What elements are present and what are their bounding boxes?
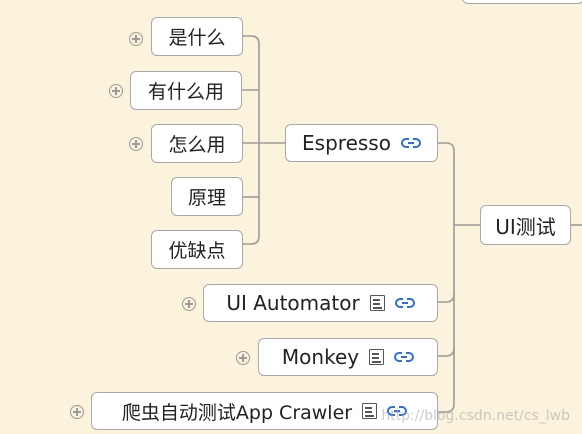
ui-test-bracket-line <box>438 142 455 413</box>
note-icon[interactable] <box>369 295 385 311</box>
node-shi-shen-me[interactable]: 是什么 <box>151 17 243 56</box>
expand-plus-icon[interactable] <box>129 32 143 46</box>
node-yuan-li[interactable]: 原理 <box>171 177 243 216</box>
node-espresso[interactable]: Espresso <box>285 124 438 162</box>
node-label: UI Automator <box>226 291 360 315</box>
node-label: 原理 <box>187 187 226 209</box>
node-label: UI测试 <box>495 214 556 239</box>
watermark-text: http://blog.csdn.net/cs_lwb <box>381 408 570 424</box>
link-icon[interactable] <box>394 350 415 364</box>
expand-plus-icon[interactable] <box>109 84 123 98</box>
node-label: 爬虫自动测试App Crawler <box>121 401 353 424</box>
expand-plus-icon[interactable] <box>70 405 84 419</box>
node-you-que-dian[interactable]: 优缺点 <box>151 230 243 269</box>
node-ui-test[interactable]: UI测试 <box>480 205 571 245</box>
expand-plus-icon[interactable] <box>182 297 196 311</box>
node-label: 有什么用 <box>147 81 224 103</box>
node-ui-automator[interactable]: UI Automator <box>203 284 438 322</box>
node-label: 优缺点 <box>168 240 226 262</box>
node-label: 是什么 <box>168 27 226 49</box>
note-icon[interactable] <box>369 349 385 365</box>
node-label: Espresso <box>302 131 391 155</box>
node-you-shen-me-yong[interactable]: 有什么用 <box>130 71 242 110</box>
espresso-bracket-line <box>243 35 260 245</box>
node-app-crawler[interactable]: 爬虫自动测试App Crawler <box>91 392 438 430</box>
node-label: Monkey <box>281 345 360 369</box>
link-icon[interactable] <box>387 404 408 418</box>
link-icon[interactable] <box>400 136 421 150</box>
node-monkey[interactable]: Monkey <box>258 338 438 376</box>
node-zen-me-yong[interactable]: 怎么用 <box>151 124 243 163</box>
link-icon[interactable] <box>394 296 415 310</box>
expand-plus-icon[interactable] <box>129 137 143 151</box>
note-icon[interactable] <box>362 403 378 419</box>
node-label: 怎么用 <box>168 134 226 156</box>
expand-plus-icon[interactable] <box>236 351 250 365</box>
